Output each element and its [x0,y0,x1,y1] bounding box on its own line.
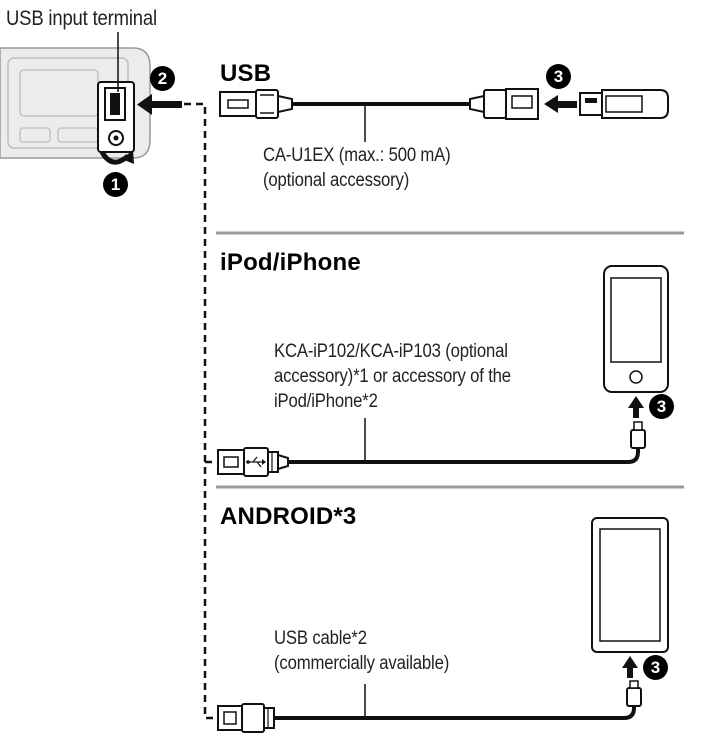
android-connect-arrow [622,656,638,678]
section-title-ipod: iPod/iPhone [220,249,361,276]
usb-terminal-label: USB input terminal [6,7,157,30]
usb-memory-device [579,89,669,119]
memory-insert-arrow [544,95,577,113]
usb-cable-note: (optional accessory) [263,170,410,191]
insert-arrow [137,94,182,115]
step-1-badge: 1 [103,172,128,197]
step-2-badge: 2 [150,66,175,91]
android-cable-label-line2: (commercially available) [274,653,450,674]
section-title-usb: USB [220,60,272,87]
android-usb-cable [217,680,642,733]
ipod-cable-label-line3: iPod/iPhone*2 [274,391,378,412]
dashed-connection-path [184,102,218,720]
ipod-cable [217,421,646,477]
ipod-cable-label-line1: KCA-iP102/KCA-iP103 (optional [274,341,508,362]
ipod-cable-label-line2: accessory)*1 or accessory of the [274,366,511,387]
step-3-badge-ipod: 3 [649,394,674,419]
android-cable-label-line1: USB cable*2 [274,628,367,649]
usb-cable-ca-u1ex [219,88,539,120]
iphone-device [603,265,669,393]
usb-input-terminal [97,81,135,153]
section-title-android: ANDROID*3 [220,503,357,530]
usb-cable-name: CA-U1EX (max.: 500 mA) [263,145,451,166]
step-3-badge-android: 3 [643,655,668,680]
iphone-connect-arrow [628,396,644,418]
step-3-badge-usb: 3 [546,64,571,89]
android-device [591,517,669,653]
